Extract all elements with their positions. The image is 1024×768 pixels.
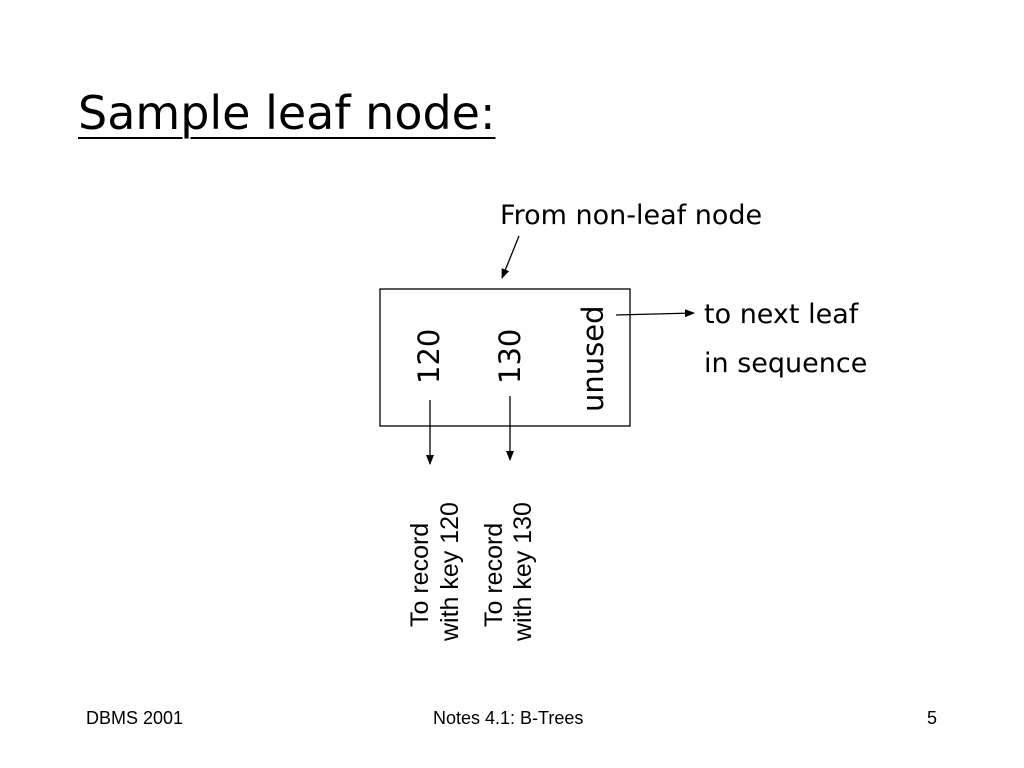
record-pointer-label-120-line1: To record — [406, 523, 434, 627]
next-leaf-label-line1: to next leaf — [704, 299, 860, 330]
incoming-pointer-label: From non-leaf node — [500, 200, 762, 231]
next-leaf-pointer-arrow — [615, 309, 695, 318]
key-120: 120 — [412, 329, 446, 384]
key-130: 130 — [493, 329, 527, 384]
leaf-node-box — [379, 288, 631, 427]
record-pointer-label-130-line2: with key 130 — [509, 502, 537, 642]
footer-course: DBMS 2001 — [86, 708, 184, 728]
next-leaf-label-line2: in sequence — [704, 348, 867, 379]
slide-title: Sample leaf node: — [78, 86, 496, 140]
footer-page-number: 5 — [927, 708, 938, 728]
record-pointer-label-120-line2: with key 120 — [436, 502, 464, 642]
unused-slot-label: unused — [576, 306, 610, 413]
incoming-pointer-arrow — [501, 235, 520, 279]
footer-notes-title: Notes 4.1: B-Trees — [433, 708, 584, 728]
record-pointer-label-130-line1: To record — [480, 523, 508, 627]
